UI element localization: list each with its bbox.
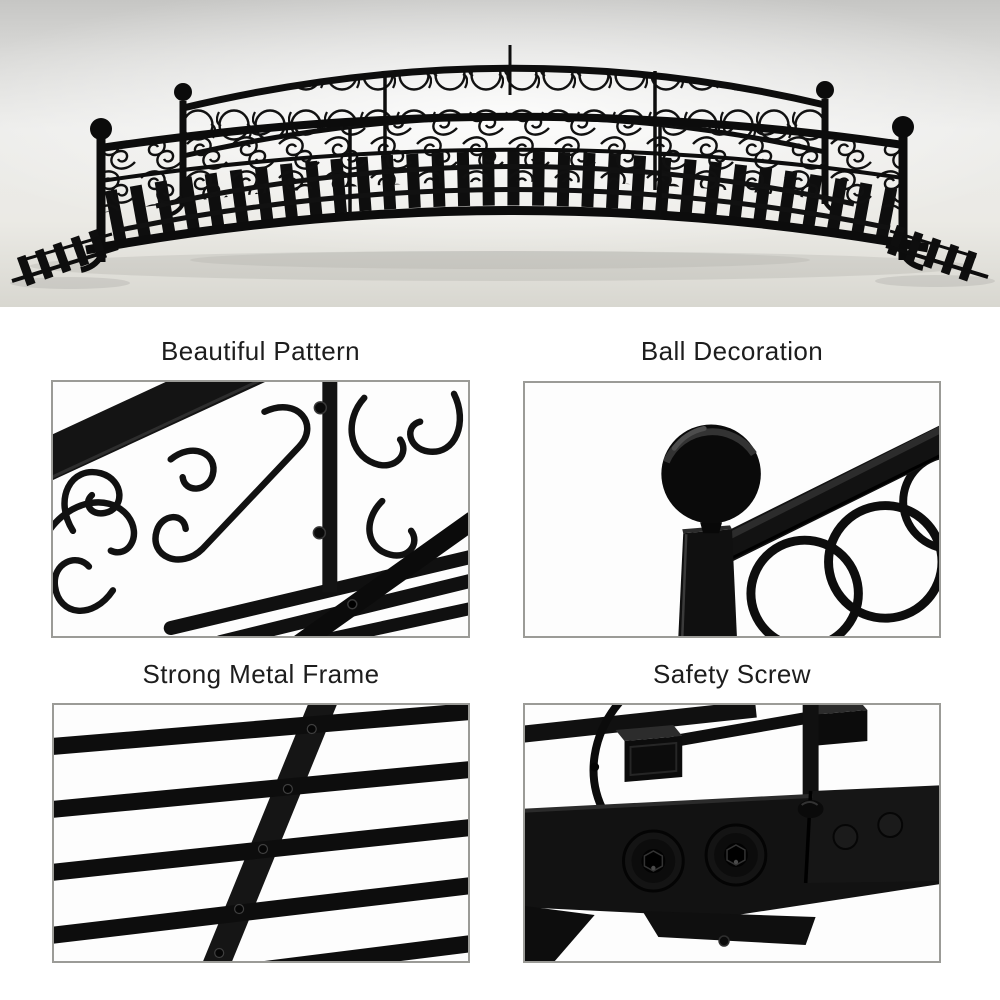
feature-photo-ball-decoration bbox=[523, 381, 941, 638]
feature-title-beautiful-pattern: Beautiful Pattern bbox=[160, 336, 361, 366]
feature-title-safety-screw: Safety Screw bbox=[653, 659, 811, 689]
frame-screws bbox=[214, 723, 317, 959]
safety-screw-closeup bbox=[525, 705, 939, 961]
feature-photo-beautiful-pattern bbox=[51, 380, 470, 638]
support-beam bbox=[203, 705, 337, 961]
deck-slat-ends bbox=[163, 512, 468, 636]
metal-frame-closeup bbox=[54, 705, 468, 961]
ball-finial bbox=[174, 83, 192, 101]
corner-post bbox=[678, 525, 737, 636]
entry-ramps bbox=[11, 224, 989, 287]
ball-finial bbox=[892, 116, 914, 138]
feature-photo-strong-metal-frame bbox=[52, 703, 470, 963]
front-railing bbox=[80, 112, 924, 273]
scrollwork bbox=[53, 390, 464, 614]
ball-finial-closeup bbox=[661, 424, 939, 636]
hex-socket-screw bbox=[622, 829, 685, 893]
feature-photo-safety-screw bbox=[523, 703, 941, 963]
product-hero-photo bbox=[0, 0, 1000, 307]
top-rail bbox=[705, 425, 939, 567]
feature-title-ball-decoration: Ball Decoration bbox=[640, 336, 824, 366]
railing-post bbox=[802, 705, 819, 811]
ball-finial bbox=[661, 424, 761, 534]
ball-finial bbox=[816, 81, 834, 99]
rivet-dimple bbox=[877, 812, 904, 838]
ball-finial bbox=[90, 118, 112, 140]
hex-socket-screw bbox=[704, 823, 768, 887]
ground-shadow bbox=[10, 251, 995, 289]
upper-slats bbox=[525, 705, 868, 782]
railing-post bbox=[322, 382, 338, 593]
scroll-pattern-closeup bbox=[53, 382, 468, 636]
feature-title-strong-metal-frame: Strong Metal Frame bbox=[142, 659, 380, 689]
scroll-wire bbox=[589, 705, 623, 815]
rivet-dimple bbox=[832, 824, 859, 850]
scroll-circles bbox=[746, 451, 939, 636]
frame-slats bbox=[54, 705, 468, 961]
garden-bridge-illustration bbox=[10, 45, 995, 289]
